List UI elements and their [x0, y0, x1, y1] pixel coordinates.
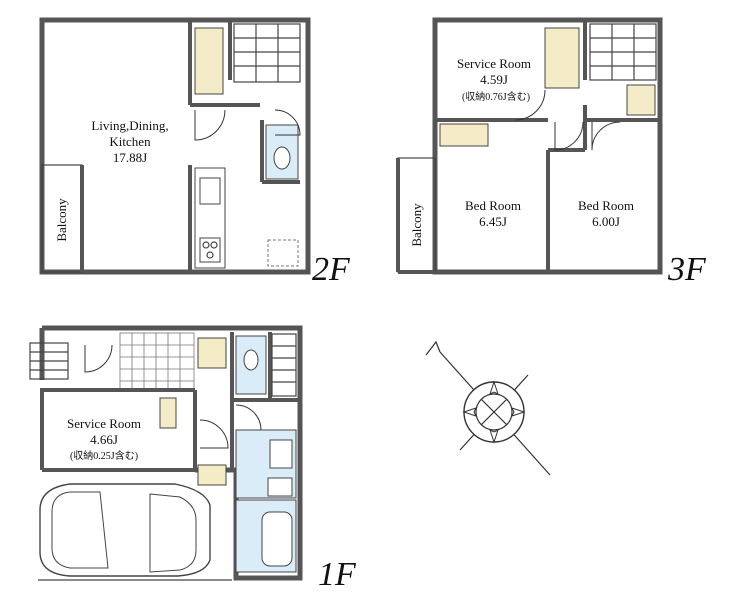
bed2-label: Bed Room — [578, 198, 634, 213]
closet-3f-hall — [626, 84, 656, 116]
stairs-2f — [233, 23, 301, 83]
ldk-label-2: Kitchen — [109, 134, 151, 149]
compass-north-icon — [425, 340, 551, 476]
floor-3f: Service Room 4.59J (収納0.76J含む) Bed Room … — [396, 17, 707, 288]
closet-1f-a — [197, 337, 227, 369]
door-2f-b — [274, 109, 301, 136]
balcony-3f-label: Balcony — [409, 203, 424, 247]
car-icon — [39, 483, 211, 577]
closet-2f — [194, 27, 224, 95]
service-1f-note: (収納0.25J含む) — [70, 449, 138, 462]
service-1f-size: 4.66J — [90, 432, 118, 447]
toilet-icon — [273, 146, 291, 170]
entrance-steps — [29, 342, 69, 380]
closet-1f-c — [197, 464, 227, 486]
door-1f-wash — [235, 404, 262, 431]
kitchen-counter — [194, 167, 226, 269]
door-1f-service — [199, 419, 229, 449]
closet-3f-service — [544, 27, 580, 89]
entrance-tiles — [119, 332, 195, 390]
ldk-size: 17.88J — [113, 150, 147, 165]
balcony-2f-label: Balcony — [54, 198, 69, 242]
service-1f-label: Service Room — [67, 416, 141, 431]
washing-machine-icon — [267, 477, 293, 497]
toilet-icon — [243, 349, 259, 371]
stove-icon — [199, 237, 221, 263]
floor-label-2f: 2F — [312, 251, 351, 288]
door-3f-bed1 — [554, 121, 584, 151]
floor-label-3f: 3F — [667, 251, 707, 288]
fridge-space — [267, 239, 299, 267]
service-3f-label: Service Room — [457, 56, 531, 71]
floor-1f: Service Room 4.66J (収納0.25J含む) 1F — [29, 325, 357, 593]
bathtub-icon — [261, 511, 293, 567]
bed1-size: 6.45J — [479, 214, 507, 229]
washbasin-icon — [269, 439, 293, 469]
closet-3f-bed1 — [439, 123, 489, 147]
door-2f-a — [194, 109, 226, 141]
floor-label-1f: 1F — [318, 556, 357, 593]
bed2-size: 6.00J — [592, 214, 620, 229]
ldk-label-1: Living,Dining, — [91, 118, 168, 133]
door-3f-service — [514, 89, 546, 121]
door-1f-entry — [84, 344, 113, 373]
floor-2f: Living,Dining, Kitchen 17.88J Balcony 2F — [39, 17, 351, 288]
bed1-label: Bed Room — [465, 198, 521, 213]
stairs-1f — [271, 333, 297, 397]
service-3f-size: 4.59J — [480, 72, 508, 87]
stairs-3f — [589, 23, 657, 81]
service-3f-note: (収納0.76J含む) — [462, 90, 530, 103]
sink-icon — [199, 177, 221, 205]
door-3f-bed2 — [591, 121, 621, 151]
closet-1f-b — [159, 397, 177, 429]
